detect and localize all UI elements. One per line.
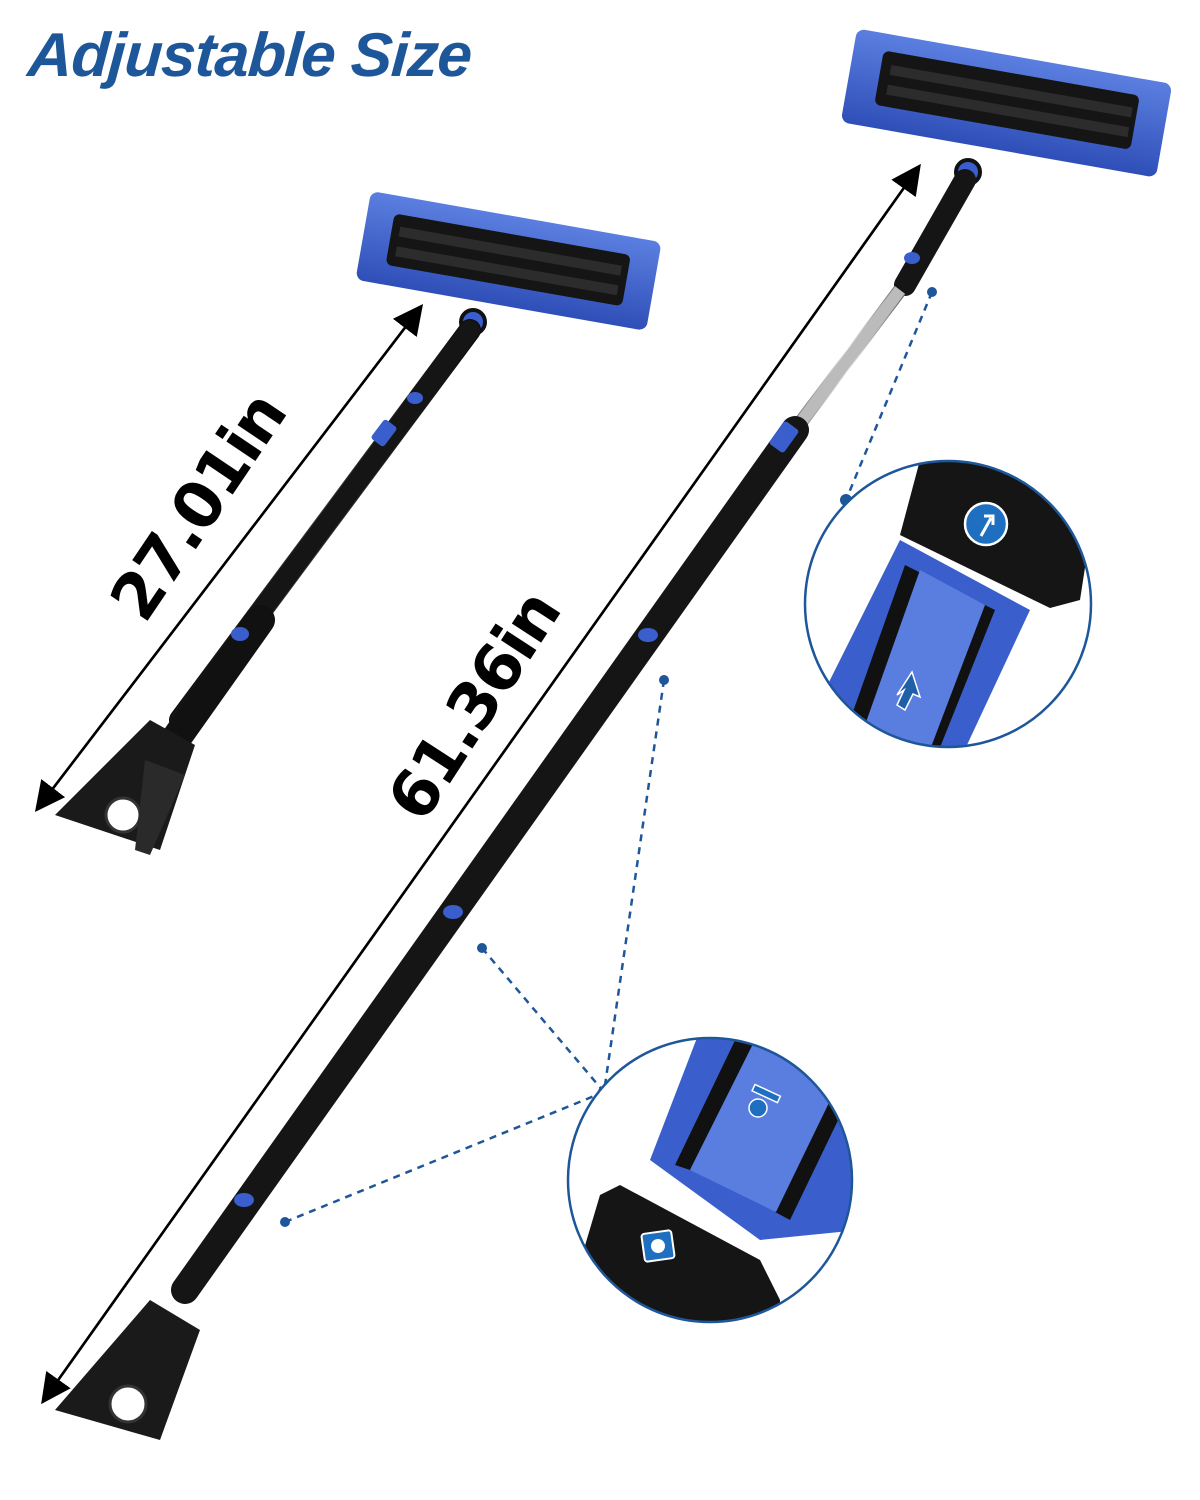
short-brush	[34, 192, 661, 855]
lock-detail-lower	[566, 1036, 854, 1324]
long-brush	[41, 29, 1172, 1440]
arrow-up-icon	[896, 670, 922, 712]
lock-open-icon	[748, 1098, 768, 1118]
callout-lines	[284, 291, 934, 1224]
lock-detail-upper	[803, 459, 1093, 749]
